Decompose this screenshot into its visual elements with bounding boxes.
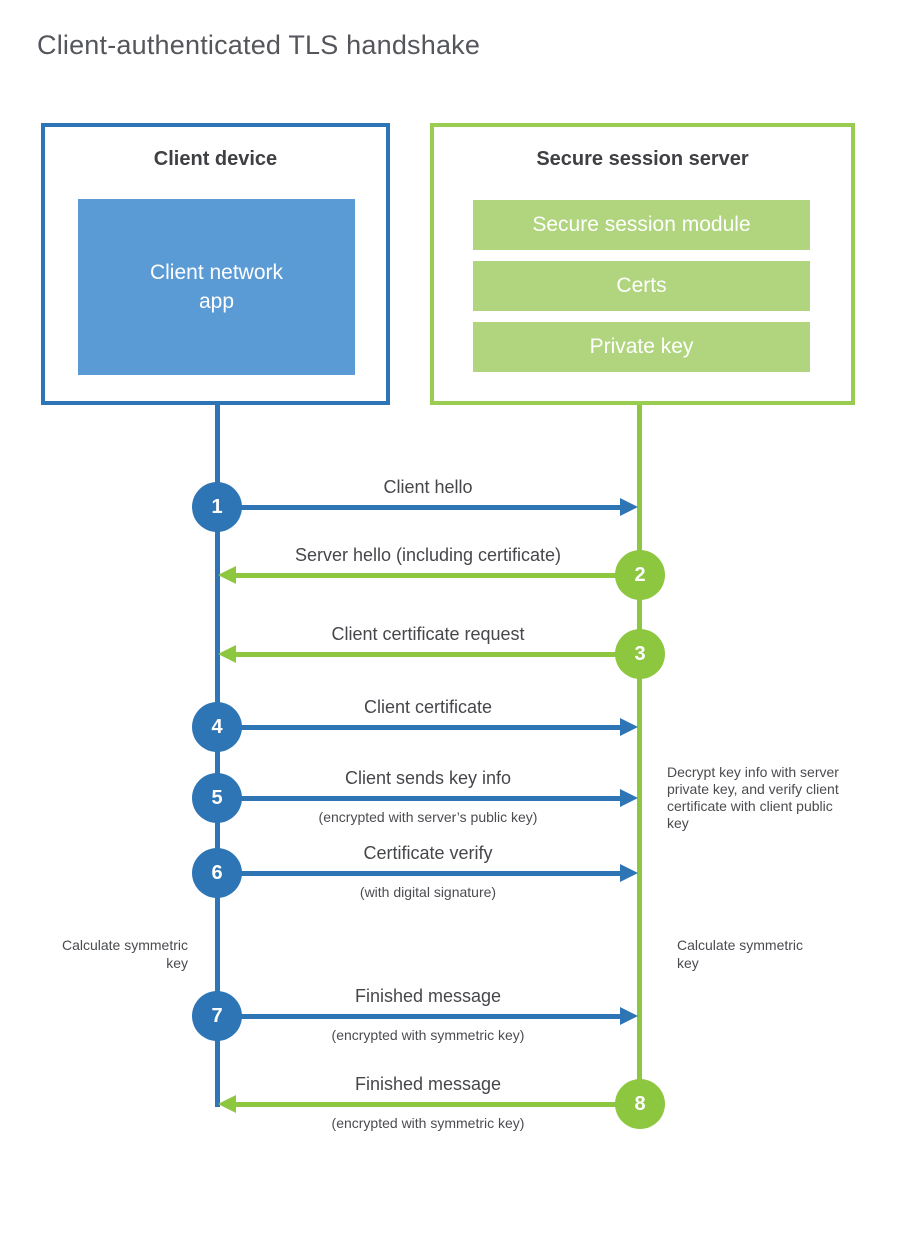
step-circle: 1: [192, 482, 242, 532]
step-circle: 3: [615, 629, 665, 679]
message-label: Finished message: [354, 1074, 502, 1094]
arrow-head-icon: [620, 498, 638, 516]
calculate-symmetric-key-note-server: Calculate symmetric key: [677, 937, 804, 971]
message-sublabel: (with digital signature): [359, 884, 497, 900]
step-number: 1: [211, 495, 223, 518]
calculate-symmetric-key-note-client: Calculate symmetric key: [61, 937, 188, 971]
arrow-head-icon: [620, 864, 638, 882]
arrow-shaft: [217, 871, 620, 876]
arrow-head-icon: [620, 789, 638, 807]
arrow-shaft: [236, 652, 639, 657]
arrow-head-icon: [218, 645, 236, 663]
arrow-head-icon: [620, 1007, 638, 1025]
message-sublabel: (encrypted with symmetric key): [331, 1027, 525, 1043]
step-circle: 7: [192, 991, 242, 1041]
server-certs-label: Certs: [616, 274, 667, 297]
decrypt-note: Decrypt key info with server private key…: [667, 764, 839, 831]
step-number: 4: [211, 715, 223, 738]
arrow-head-icon: [620, 718, 638, 736]
arrow-shaft: [217, 505, 620, 510]
server-certs-bar: Certs: [473, 261, 810, 311]
client-device-title: Client device: [153, 148, 278, 170]
message-label: Client hello: [383, 477, 473, 497]
server-title: Secure session server: [536, 148, 749, 170]
message-label: Client certificate: [363, 697, 493, 717]
server-lifeline: [637, 405, 642, 1106]
client-lifeline: [215, 405, 220, 1107]
step-circle: 8: [615, 1079, 665, 1129]
client-network-app-box: Client network app: [78, 199, 355, 375]
step-circle: 6: [192, 848, 242, 898]
step-number: 5: [211, 786, 223, 809]
arrow-shaft: [236, 573, 639, 578]
server-module-bar: Secure session module: [473, 200, 810, 250]
message-label: Finished message: [354, 986, 502, 1006]
step-circle: 4: [192, 702, 242, 752]
step-number: 8: [634, 1092, 646, 1115]
step-number: 2: [634, 563, 646, 586]
step-circle: 2: [615, 550, 665, 600]
arrow-shaft: [217, 796, 620, 801]
message-label: Client sends key info: [344, 768, 512, 788]
step-number: 3: [634, 642, 646, 665]
page-title: Client-authenticated TLS handshake: [37, 30, 481, 60]
message-label: Client certificate request: [331, 624, 525, 644]
arrow-head-icon: [218, 566, 236, 584]
step-number: 7: [211, 1004, 223, 1027]
message-label: Server hello (including certificate): [294, 545, 562, 565]
server-private-key-label: Private key: [589, 335, 694, 358]
arrow-head-icon: [218, 1095, 236, 1113]
client-app-label: Client network app: [149, 261, 284, 313]
step-number: 6: [211, 861, 223, 884]
message-label: Certificate verify: [363, 843, 493, 863]
message-sublabel: (encrypted with symmetric key): [331, 1115, 525, 1131]
arrow-shaft: [236, 1102, 639, 1107]
arrow-shaft: [217, 1014, 620, 1019]
step-circle: 5: [192, 773, 242, 823]
server-private-key-bar: Private key: [473, 322, 810, 372]
message-sublabel: (encrypted with server’s public key): [318, 809, 538, 825]
server-module-label: Secure session module: [532, 213, 751, 236]
arrow-shaft: [217, 725, 620, 730]
